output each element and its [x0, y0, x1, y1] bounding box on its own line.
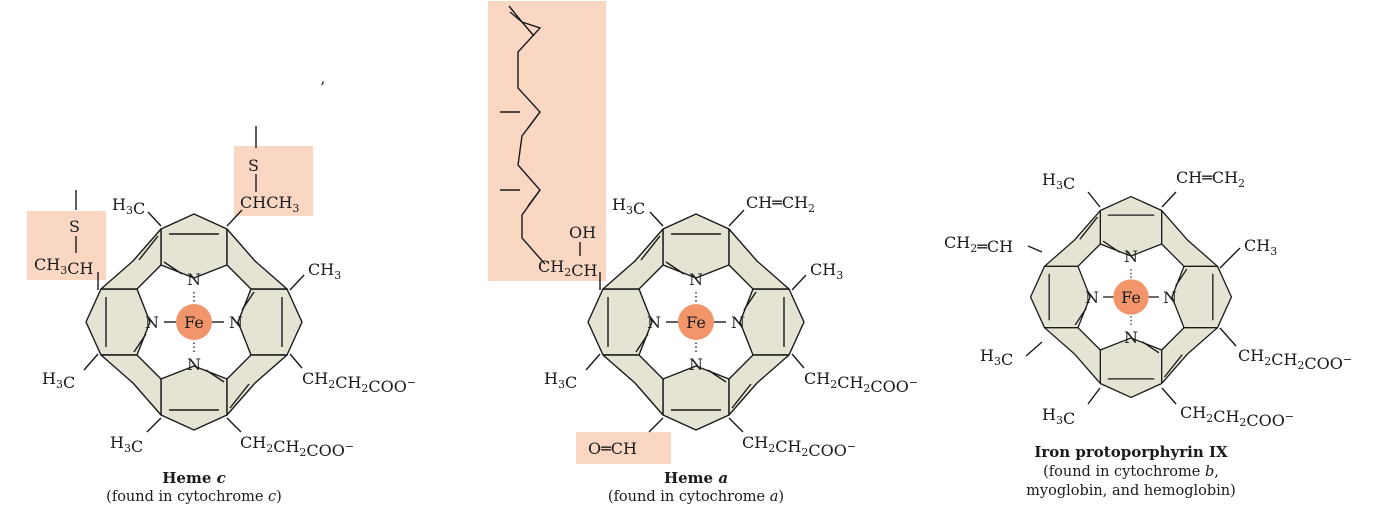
heme-c-sub-left-upper: CH3CH — [34, 255, 93, 278]
heme-a-sub-right-upper: CH3 — [810, 260, 843, 282]
heme-a-sub-top-left: H3C — [612, 195, 645, 218]
protoporphyrin-iron-atom — [1113, 279, 1149, 315]
heme-c-fe-label: Fe — [184, 313, 204, 332]
heme-c-iron-atom — [176, 304, 212, 340]
heme-c-structure: Fe N N N N H3C S CHCH3 S CH3CH CH3 H3C C… — [27, 126, 416, 505]
heme-c-sub-top-right-s: S — [248, 156, 259, 175]
heme-c-highlight-top — [234, 146, 313, 216]
heme-a-n-right: N — [731, 313, 745, 332]
heme-c-sub-right-upper: CH3 — [308, 260, 341, 282]
heme-a-highlight-sidechain — [488, 1, 606, 281]
heme-c-sub-bottom-left: H3C — [110, 433, 143, 456]
protoporphyrin-sub-bottom-right: CH2CH2COO− — [1180, 403, 1294, 430]
protoporphyrin-sub-left-upper: CH2═CH — [944, 233, 1013, 256]
heme-c-sub-left-lower: H3C — [42, 369, 75, 392]
heme-c-sub-right-lower: CH2CH2COO− — [302, 369, 416, 396]
protoporphyrin-sub-left-lower: H3C — [980, 346, 1013, 369]
protoporphyrin-caption-sub-line2: myoglobin, and hemoglobin) — [1026, 483, 1236, 499]
protoporphyrin-n-left: N — [1085, 288, 1099, 307]
heme-a-caption-sub: (found in cytochrome a) — [608, 489, 784, 505]
heme-a-sub-left-lower: H3C — [544, 369, 577, 392]
protoporphyrin-n-right: N — [1163, 288, 1177, 307]
heme-c-n-bottom: N — [187, 355, 201, 374]
protoporphyrin-structure: Fe N N N N H3C CH═CH2 CH2═CH CH3 H3C CH2… — [944, 168, 1352, 499]
heme-c-caption-title: Heme c — [162, 469, 226, 487]
heme-c-sub-left-upper-s: S — [69, 217, 80, 236]
protoporphyrin-sub-bottom-left: H3C — [1042, 405, 1075, 428]
protoporphyrin-sub-top-left: H3C — [1042, 170, 1075, 193]
protoporphyrin-n-bottom: N — [1124, 328, 1138, 347]
heme-c-sub-top-left: H3C — [112, 195, 145, 218]
heme-a-sub-left-upper: CH2CH — [538, 257, 597, 280]
heme-a-fe-label: Fe — [686, 313, 706, 332]
heme-c-n-right: N — [229, 313, 243, 332]
heme-c-sub-bottom-right: CH2CH2COO− — [240, 433, 354, 460]
protoporphyrin-sub-right-upper: CH3 — [1244, 236, 1277, 258]
heme-a-sub-bottom-left: O═CH — [588, 439, 637, 458]
protoporphyrin-fe-label: Fe — [1121, 288, 1141, 307]
heme-a-caption-title: Heme a — [664, 469, 728, 487]
protoporphyrin-sub-right-lower: CH2CH2COO− — [1238, 346, 1352, 373]
heme-a-n-left: N — [647, 313, 661, 332]
heme-c-sub-top-right: CHCH3 — [240, 193, 299, 215]
heme-c-highlight-left — [27, 211, 106, 280]
protoporphyrin-caption-sub-line1: (found in cytochrome b, — [1043, 464, 1219, 480]
protoporphyrin-sub-top-right: CH═CH2 — [1176, 168, 1245, 190]
heme-a-n-top: N — [689, 270, 703, 289]
heme-a-iron-atom — [678, 304, 714, 340]
heme-a-n-bottom: N — [689, 355, 703, 374]
heme-a-sub-bottom-right: CH2CH2COO− — [742, 433, 856, 460]
heme-a-sub-top-right: CH═CH2 — [746, 193, 815, 215]
stray-apostrophe: ’ — [320, 78, 325, 97]
heme-c-n-top: N — [187, 270, 201, 289]
protoporphyrin-caption-title: Iron protoporphyrin IX — [1034, 443, 1228, 461]
heme-c-caption-sub: (found in cytochrome c) — [106, 489, 282, 505]
protoporphyrin-n-top: N — [1124, 247, 1138, 266]
heme-a-structure: Fe N N N N H3C CH═CH2 OH CH2CH CH3 H3C C… — [488, 1, 918, 505]
heme-a-highlight-formyl — [576, 432, 671, 464]
heme-a-sub-right-lower: CH2CH2COO− — [804, 369, 918, 396]
heme-a-sub-oh: OH — [569, 223, 596, 242]
heme-c-n-left: N — [145, 313, 159, 332]
